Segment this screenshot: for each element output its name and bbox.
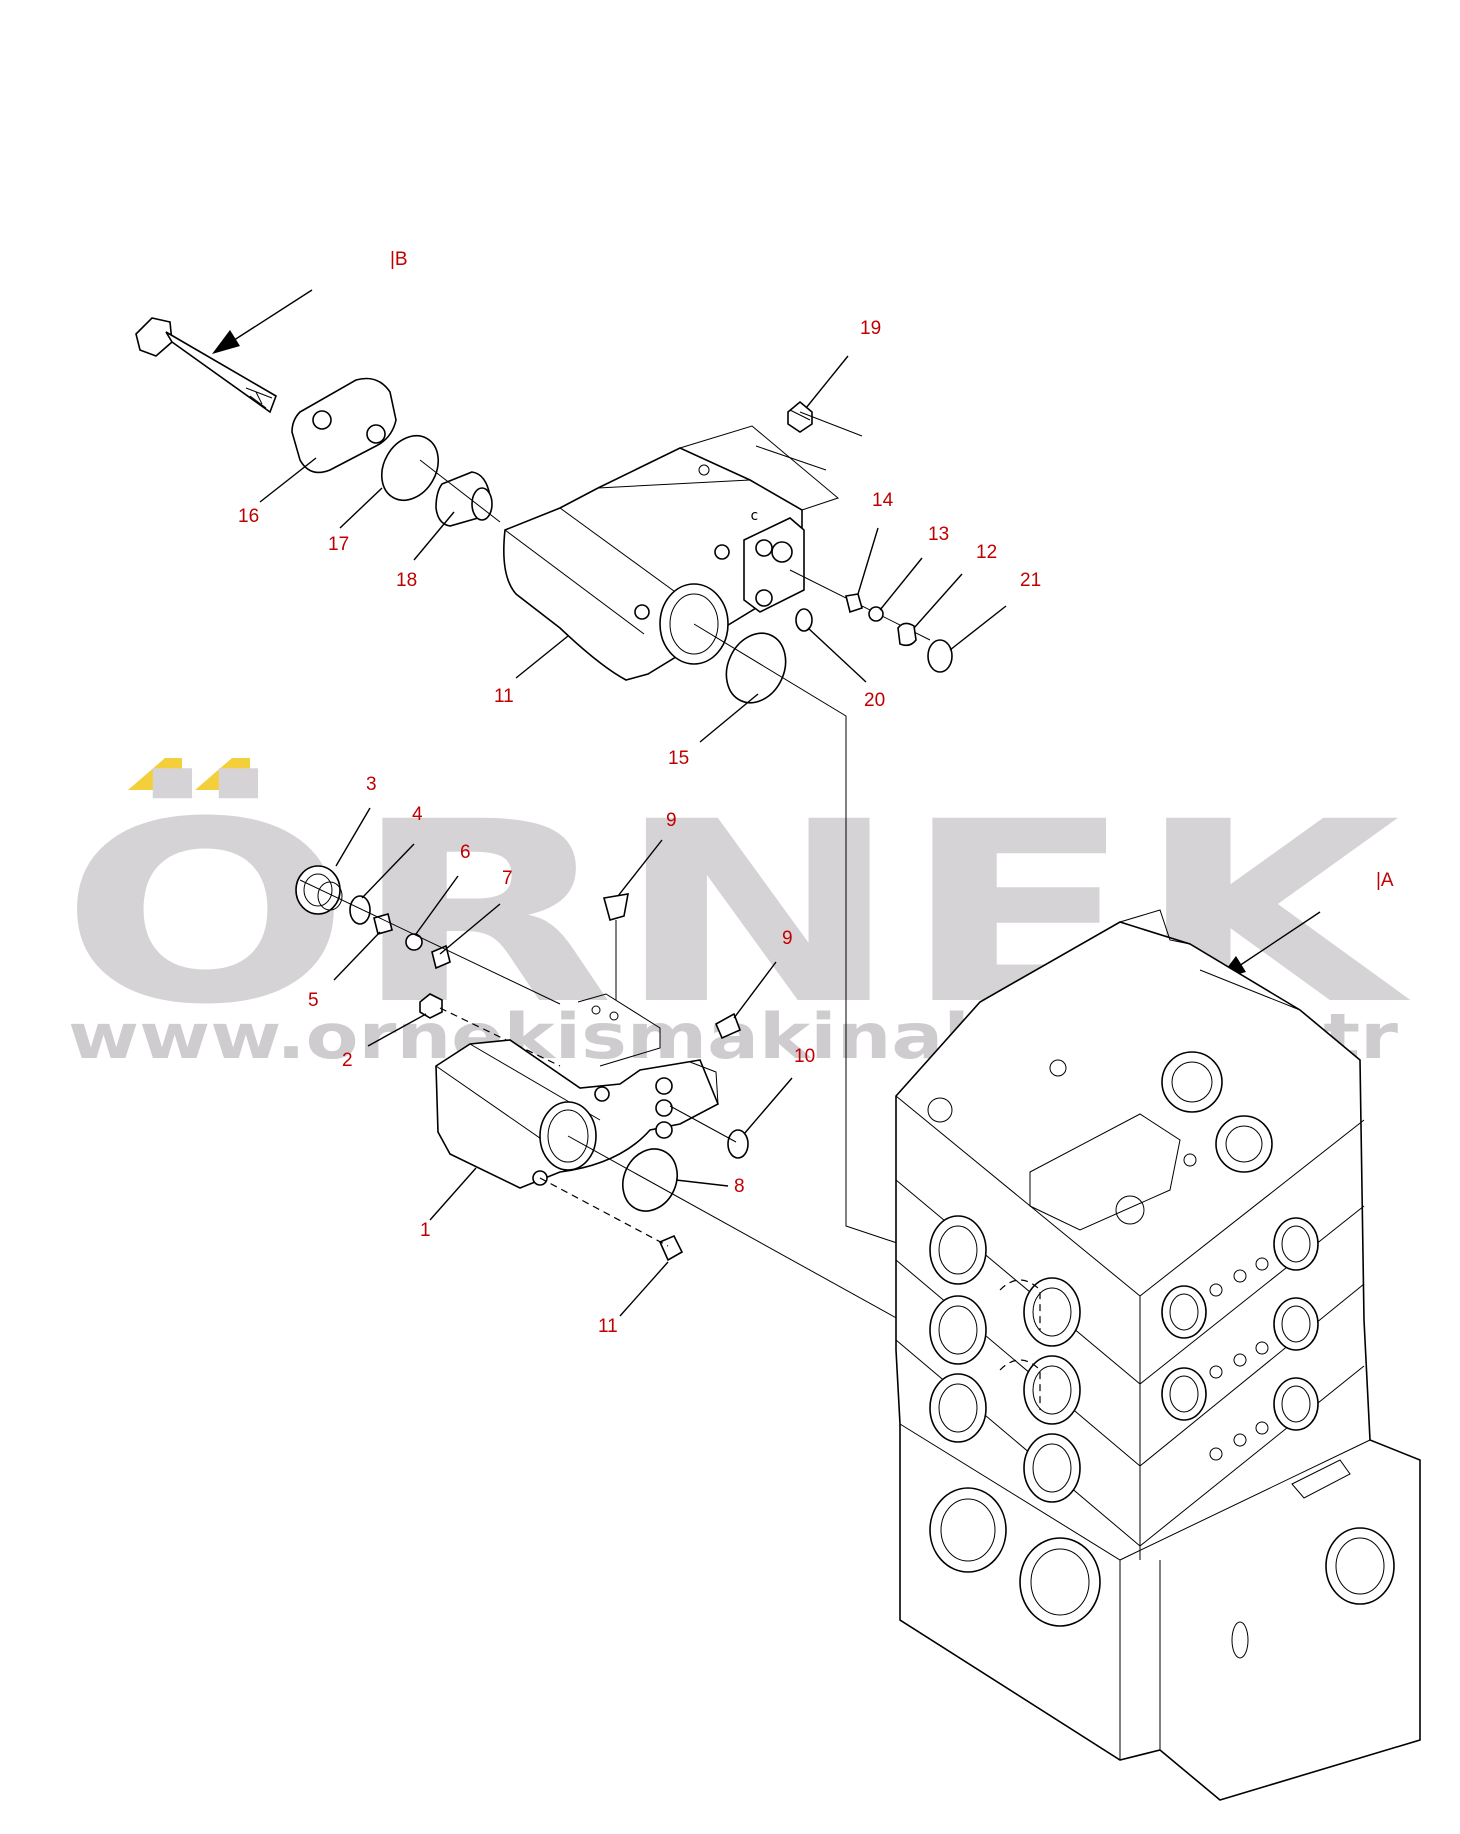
o-ring-8 xyxy=(622,1148,678,1212)
o-ring-4 xyxy=(349,895,371,925)
cap-3 xyxy=(295,865,343,915)
callout-10: 10 xyxy=(794,1046,815,1067)
callout-7: 7 xyxy=(502,868,513,889)
callout-22: 21 xyxy=(1020,570,1041,591)
o-ring-10 xyxy=(727,1129,749,1159)
ball-6 xyxy=(405,933,423,951)
valve-body-1 xyxy=(435,993,720,1189)
svg-text:c: c xyxy=(750,508,758,524)
callout-16: 15 xyxy=(668,748,689,769)
callout-9-top: 9 xyxy=(666,810,677,831)
flange-part xyxy=(291,377,397,474)
callout-labels: |B |A 16 17 18 11 15 20 19 14 13 12 21 3… xyxy=(238,249,1394,1337)
callout-8: 8 xyxy=(734,1176,745,1197)
watermark-accent-right xyxy=(195,758,250,790)
callout-2: 2 xyxy=(342,1050,353,1071)
seat-7 xyxy=(431,944,451,970)
o-ring-18 xyxy=(380,435,440,501)
upper-assembly: c xyxy=(135,317,953,1245)
callout-9-right: 9 xyxy=(782,928,793,949)
callout-17: 16 xyxy=(238,506,259,527)
leader-lines xyxy=(259,355,1007,1317)
main-valve-block xyxy=(895,909,1421,1801)
valve-body-12: c xyxy=(503,425,840,681)
callout-15: 14 xyxy=(872,490,894,511)
callout-5: 5 xyxy=(308,990,319,1011)
piston-part xyxy=(419,459,501,527)
bolt-part xyxy=(135,317,277,414)
lower-assembly xyxy=(295,865,901,1321)
callout-6: 6 xyxy=(460,842,471,863)
callout-11: 11 xyxy=(598,1316,618,1337)
arrow-b-icon xyxy=(212,330,240,354)
plug-2 xyxy=(419,993,443,1019)
plug-9-top xyxy=(602,893,629,921)
o-ring-21 xyxy=(795,608,813,632)
watermark-accent-left xyxy=(128,758,182,790)
plug-11 xyxy=(658,1234,684,1262)
plug-20 xyxy=(787,400,813,433)
plug-9-right xyxy=(714,1012,742,1040)
callout-1: 1 xyxy=(420,1220,431,1241)
spring-5 xyxy=(373,913,393,935)
callout-20: 19 xyxy=(860,318,881,339)
callout-12: 11 xyxy=(494,686,514,707)
callout-4: 4 xyxy=(412,804,423,825)
view-ref-a-label: |A xyxy=(1376,870,1394,891)
callout-18: 17 xyxy=(328,534,349,555)
callout-13: 12 xyxy=(976,542,997,563)
view-ref-b xyxy=(212,289,313,354)
callout-14: 13 xyxy=(928,524,949,545)
check-valve-set xyxy=(789,569,953,673)
callout-3: 3 xyxy=(366,774,377,795)
o-ring-16 xyxy=(725,632,787,704)
view-ref-b-label: |B xyxy=(390,249,408,270)
callout-21: 20 xyxy=(864,690,885,711)
callout-19: 18 xyxy=(396,570,417,591)
